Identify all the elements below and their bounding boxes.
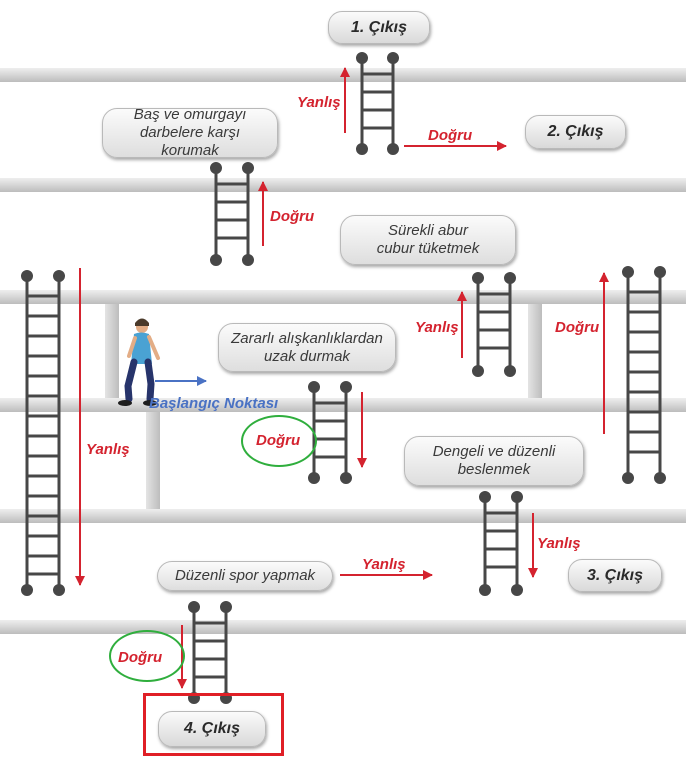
answer-highlight-box [143, 693, 284, 756]
floor-1 [0, 68, 686, 82]
exit-1-label: 1. Çıkış [350, 18, 408, 36]
exit-3-label: 3. Çıkış [586, 566, 644, 584]
option-sport: Düzenli spor yapmak [157, 561, 333, 591]
option-balanced-diet: Dengeli ve düzenli beslenmek [404, 436, 584, 486]
option-balanced-diet-line2: beslenmek [457, 461, 531, 478]
ladder-junk-food [472, 272, 516, 377]
label-correct-protect-head: Doğru [270, 208, 315, 225]
option-protect-head: Baş ve omurgayı darbelere karşı korumak [102, 106, 278, 159]
exit-3-box: 3. Çıkış [568, 559, 662, 592]
exit-4-label: 4. Çıkış [183, 720, 241, 737]
option-junk-food-line1: Sürekli abur [387, 222, 469, 239]
label-correct-exit-2: Doğru [428, 127, 473, 144]
wall [528, 304, 542, 398]
ladder-right-long [622, 266, 666, 484]
start-point-label: Başlangıç Noktası [149, 395, 279, 412]
label-correct-right: Doğru [555, 319, 600, 336]
floor-2 [0, 178, 686, 192]
wall [105, 304, 119, 398]
option-junk-food-line2: cubur tüketmek [376, 240, 480, 257]
ladder-left-long [21, 270, 65, 596]
label-wrong-sport: Yanlış [362, 556, 406, 573]
option-junk-food: Sürekli abur cubur tüketmek [340, 215, 516, 265]
floor-4 [0, 398, 686, 412]
option-sport-label: Düzenli spor yapmak [174, 567, 316, 584]
label-wrong-exit-1: Yanlış [297, 94, 341, 111]
ladder-bad-habits [308, 381, 352, 484]
label-wrong-balanced-diet: Yanlış [537, 535, 581, 552]
option-bad-habits-line2: uzak durmak [264, 347, 350, 365]
option-protect-head-line1: Baş ve omurgayı [133, 106, 247, 123]
option-bad-habits: Zararlı alışkanlıklardan uzak durmak [218, 323, 396, 372]
ladder-balanced-diet [479, 491, 523, 596]
person-figure [118, 318, 160, 406]
wall [146, 412, 160, 509]
ladder-protect-head [210, 162, 254, 266]
ladder-to-exit-4 [188, 601, 232, 704]
floor-6 [0, 620, 686, 634]
green-circle-bad-habits [241, 415, 317, 467]
exit-4-box: 4. Çıkış [158, 711, 266, 747]
floor-3 [0, 290, 686, 304]
exit-2-box: 2. Çıkış [525, 115, 626, 149]
option-bad-habits-line1: Zararlı alışkanlıklardan [231, 329, 383, 347]
option-protect-head-line2: darbelere karşı korumak [139, 124, 241, 159]
exit-1-box: 1. Çıkış [328, 11, 430, 44]
option-balanced-diet-line1: Dengeli ve düzenli [432, 443, 556, 460]
exit-2-label: 2. Çıkış [547, 123, 604, 140]
floor-5 [0, 509, 686, 523]
green-circle-exit-4 [109, 630, 185, 682]
label-wrong-junk-food: Yanlış [415, 319, 459, 336]
label-wrong-left: Yanlış [86, 441, 130, 458]
ladder-to-exit-1 [356, 52, 399, 155]
